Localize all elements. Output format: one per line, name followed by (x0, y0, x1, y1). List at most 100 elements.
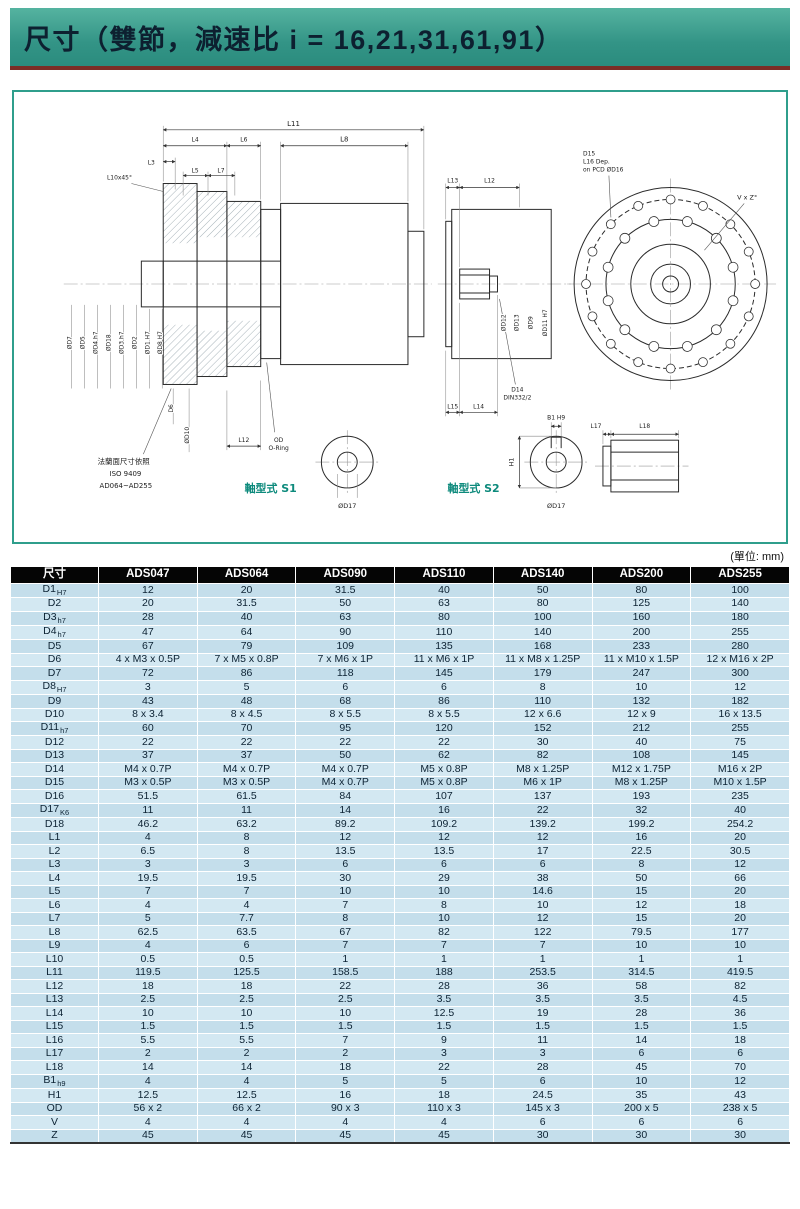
cell-value: 110 x 3 (394, 1101, 494, 1117)
column-header-model: ADS255 (690, 565, 790, 584)
cell-value: 6 (196, 938, 297, 954)
dim-label-d7: ØD7 (67, 336, 74, 349)
dim-label-h1: H1 (507, 458, 515, 467)
cell-value: 5 (394, 1073, 494, 1090)
cell-value: 5.5 (196, 1033, 297, 1048)
cell-value: 6 (591, 1046, 692, 1062)
cell-value: 11 x M10 x 1.5P (591, 652, 692, 668)
cell-value: 3.5 (492, 992, 593, 1008)
cell-value: 86 (394, 694, 494, 709)
row-label: H1 (10, 1088, 99, 1103)
cell-value: 125.5 (196, 965, 297, 981)
cell-value: 118 (295, 666, 396, 681)
cell-value: 12 (690, 1073, 790, 1090)
row-label: D16 (10, 789, 99, 804)
row-label: V (10, 1115, 99, 1130)
cell-value: 18 (196, 979, 297, 994)
cell-value: 12 (492, 911, 593, 927)
cell-value: 5 (98, 911, 198, 927)
cell-value: 12 (492, 830, 593, 846)
cell-value: 22 (492, 802, 593, 819)
cell-value: 84 (295, 789, 396, 804)
cell-value: 1.5 (295, 1019, 396, 1035)
d15-note-1: D15 (583, 151, 595, 158)
cell-value: 64 (196, 624, 297, 641)
cell-value: 30 (591, 1128, 692, 1144)
cell-value: 45 (98, 1128, 198, 1144)
cell-value: 40 (394, 582, 494, 599)
dim-label-d18: ØD18 (106, 334, 113, 351)
cell-value: 4 (196, 1115, 297, 1130)
cell-value: 8 x 5.5 (394, 707, 494, 723)
cell-value: 36 (690, 1006, 790, 1021)
cell-value: 3.5 (591, 992, 692, 1008)
cell-value: 247 (591, 666, 692, 681)
cell-value: 12 x 6.6 (492, 707, 593, 723)
cell-value: 145 (394, 666, 494, 681)
row-label: L17 (10, 1046, 99, 1062)
cell-value: 30.5 (690, 844, 790, 859)
cell-value: 6.5 (98, 844, 198, 859)
dim-label-l4: L4 (192, 137, 199, 144)
cell-value: 119.5 (98, 965, 198, 981)
row-label: L7 (10, 911, 99, 927)
cell-value: 11 (196, 802, 297, 819)
cell-value: 16 (295, 1088, 396, 1103)
unit-note: (單位: mm) (730, 550, 784, 563)
cell-value: 10 (98, 1006, 198, 1021)
cell-value: 32 (591, 802, 692, 819)
cell-value: 10 (295, 1006, 396, 1021)
cell-value: 47 (98, 624, 198, 641)
cell-value: 108 (591, 748, 692, 764)
page-title: 尺寸（雙節，減速比 i = 16,21,31,61,91） (24, 24, 564, 55)
cell-value: 35 (591, 1088, 692, 1103)
cell-value: 22 (394, 1060, 494, 1075)
cell-value: M5 x 0.8P (394, 775, 494, 791)
cell-value: M3 x 0.5P (196, 775, 297, 791)
cell-value: 67 (98, 639, 198, 654)
cell-value: 11 (492, 1033, 593, 1048)
dim-label-d8: ØD8 H7 (157, 331, 164, 354)
cell-value: 45 (196, 1128, 297, 1144)
row-label: D6 (10, 652, 99, 668)
dim-label-l18: L18 (639, 423, 650, 430)
dim-label-d11: ØD11 H7 (542, 309, 549, 336)
row-label: D5 (10, 639, 99, 654)
flange-note-1: 法蘭面尺寸依照 (98, 456, 151, 466)
row-label: D17K6 (10, 802, 99, 819)
vxz-label: V x Z° (737, 193, 757, 201)
cell-value: 30 (492, 1128, 593, 1144)
row-label: L3 (10, 857, 99, 873)
cell-value: 2.5 (98, 992, 198, 1008)
cell-value: 11 (98, 802, 198, 819)
cell-value: 63.5 (196, 925, 297, 940)
cell-value: 6 (295, 679, 396, 696)
cell-value: 12 (591, 898, 692, 913)
cell-value: 1.5 (196, 1019, 297, 1035)
cell-value: 50 (295, 748, 396, 764)
row-label: L11 (10, 965, 99, 981)
cell-value: 30 (690, 1128, 790, 1144)
cell-value: 50 (492, 582, 593, 599)
row-label: L14 (10, 1006, 99, 1021)
cell-value: 17 (492, 844, 593, 859)
cell-value: 12.5 (394, 1006, 494, 1021)
cell-value: 7 (394, 938, 494, 954)
d14-note-1: D14 (511, 386, 523, 393)
cell-value: 22 (196, 735, 297, 750)
cell-value: 63 (394, 597, 494, 612)
row-label: D2 (10, 597, 99, 612)
column-header-model: ADS140 (492, 565, 593, 584)
cell-value: 6 (295, 857, 396, 873)
cell-value: 139.2 (492, 817, 593, 832)
row-label: L18 (10, 1060, 99, 1075)
